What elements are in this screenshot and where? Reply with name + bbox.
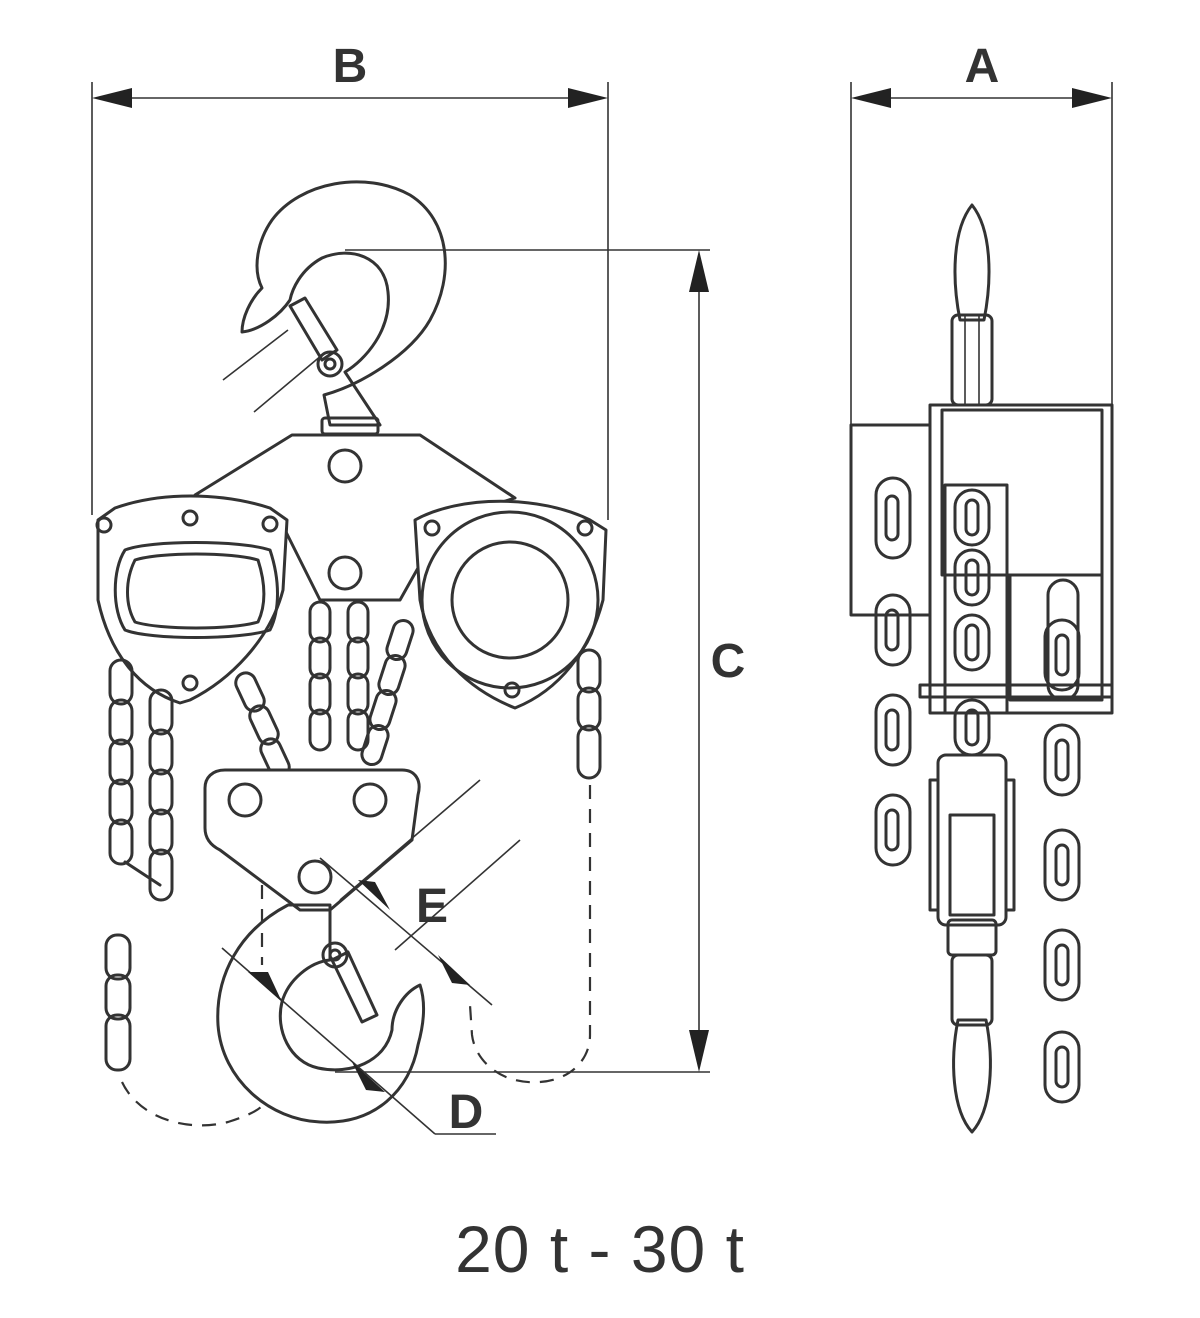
- side-bottom-hook: [952, 1018, 992, 1134]
- dimension-d: D: [221, 947, 496, 1139]
- capacity-caption: 20 t - 30 t: [455, 1212, 745, 1286]
- load-chain-center: [234, 600, 415, 779]
- dimension-d-label: D: [449, 1086, 484, 1139]
- dimension-a-label: A: [965, 40, 1000, 93]
- side-housing-main: [928, 403, 1114, 715]
- load-chain-left: [108, 658, 174, 902]
- hand-chain-right: [576, 648, 602, 780]
- side-hand-chain-left: [874, 476, 912, 867]
- hand-chain-left-loop: [104, 933, 132, 1072]
- side-bottom-block: [936, 753, 1008, 927]
- hoist-front-view: [95, 180, 608, 1127]
- dimension-b: B: [91, 40, 609, 520]
- left-cover: [96, 494, 289, 705]
- bottom-block: [203, 768, 421, 912]
- hand-wheel: [450, 540, 570, 660]
- dimension-e-label: E: [416, 880, 448, 933]
- dimension-c-label: C: [711, 635, 746, 688]
- dimension-b-label: B: [333, 40, 368, 93]
- dimension-c: C: [335, 249, 746, 1073]
- top-hook: [240, 180, 447, 427]
- dimension-e: E: [319, 779, 521, 1006]
- hoist-side-view: [849, 203, 1114, 1134]
- side-load-chain: [953, 488, 991, 757]
- side-top-hook: [953, 203, 991, 322]
- bottom-hook: [216, 903, 425, 1124]
- side-hand-chain-right: [1043, 578, 1081, 1104]
- dimension-a: A: [850, 40, 1113, 425]
- side-housing-left: [849, 423, 933, 617]
